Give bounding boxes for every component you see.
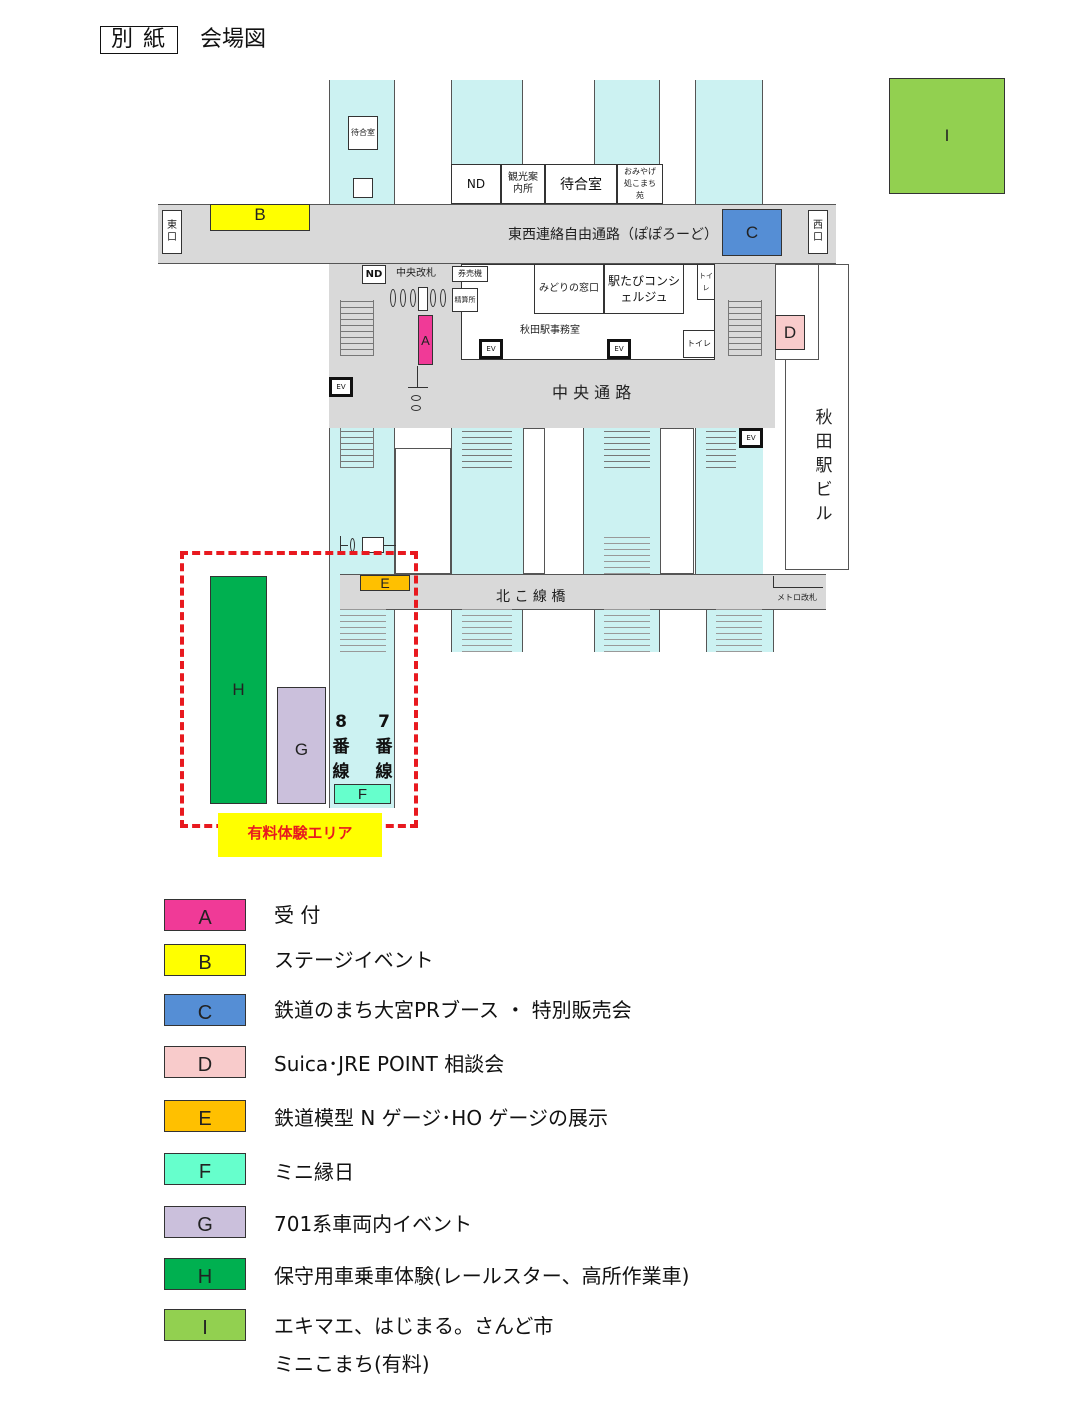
legend-swatch-c: C — [164, 994, 246, 1026]
elevator-3: EV — [329, 377, 353, 397]
small-square — [353, 178, 373, 198]
waiting-room: 待合室 — [545, 164, 617, 204]
track-7-label: 7番線 — [375, 712, 393, 782]
zone-h[interactable]: H — [210, 576, 267, 804]
elevator-1: EV — [479, 339, 503, 359]
platform-2 — [451, 80, 523, 170]
legend-text-i: エキマエ、はじまる。さんど市 — [274, 1314, 554, 1338]
zone-c[interactable]: C — [722, 209, 782, 256]
elevator-2: EV — [607, 339, 631, 359]
midori-window: みどりの窓口 — [534, 264, 604, 314]
legend-text-b: ステージイベント — [274, 948, 434, 972]
page-title: 会場図 — [200, 27, 267, 52]
elevator-4: EV — [739, 428, 763, 448]
nd-gate: ND — [362, 265, 386, 284]
zone-g[interactable]: G — [277, 687, 326, 804]
zone-i[interactable]: I — [889, 78, 1005, 194]
legend-text-d: Suica･JRE POINT 相談会 — [274, 1052, 505, 1076]
waiting-room-small: 待合室 — [348, 116, 378, 150]
zone-e[interactable]: E — [360, 575, 410, 591]
legend-text-i-extra: ミニこまち(有料) — [274, 1352, 430, 1376]
stairs-9 — [462, 608, 512, 652]
north-bridge-label: 北 こ 線 橋 — [496, 589, 566, 605]
stairs-10 — [604, 608, 650, 652]
legend-swatch-d: D — [164, 1046, 246, 1078]
paid-area-label: 有料体験エリア — [218, 813, 382, 857]
legend-swatch-e: E — [164, 1100, 246, 1132]
zone-d[interactable]: D — [775, 315, 805, 350]
legend-swatch-i: I — [164, 1309, 246, 1341]
station-office-label: 秋田駅事務室 — [520, 325, 580, 336]
stairs-5 — [604, 428, 650, 468]
legend-text-e: 鉄道模型 N ゲージ･HO ゲージの展示 — [274, 1106, 609, 1130]
tourist-info: 観光案内所 — [501, 164, 545, 204]
metro-gate-line — [773, 576, 823, 588]
nd-room-top: ND — [451, 164, 501, 204]
fare-adjustment: 精算所 — [452, 288, 478, 312]
zone-a[interactable]: A — [418, 315, 433, 365]
stairs-11 — [716, 608, 762, 652]
stairs-7 — [604, 536, 650, 574]
ticket-machine: 券売機 — [452, 266, 488, 282]
gate-line-h — [408, 387, 428, 388]
station-building-label: 秋田駅ビル — [815, 408, 833, 524]
stairs-4 — [462, 428, 512, 468]
metro-gate-label: メトロ改札 — [777, 593, 817, 602]
gap-1 — [523, 428, 545, 574]
gate-machines — [390, 287, 448, 311]
legend: A 受 付 B ステージイベント C 鉄道のまち大宮PRブース ・ 特別販売会 … — [0, 880, 1074, 1400]
zone-b[interactable]: B — [210, 204, 310, 231]
stairs-2 — [728, 300, 762, 356]
legend-swatch-b: B — [164, 944, 246, 976]
legend-swatch-g: G — [164, 1206, 246, 1238]
legend-text-g: 701系車両内イベント — [274, 1212, 473, 1236]
stairs-3 — [340, 428, 374, 468]
ekitabi-concierge: 駅たびコンシェルジュ — [604, 264, 684, 314]
free-passage-label: 東西連絡自由通路（ぽぽろーど） — [508, 227, 718, 243]
souvenir-shop: おみやげ処こまち苑 — [617, 164, 663, 204]
legend-swatch-f: F — [164, 1153, 246, 1185]
legend-text-f: ミニ縁日 — [274, 1160, 354, 1184]
gap-2 — [660, 428, 694, 574]
floor-map: 秋田駅ビル 待合室 ND 観光案内所 待合室 おみやげ処こまち苑 東口 西口 東… — [158, 78, 1005, 857]
stairs-1 — [340, 300, 374, 356]
toilet-vertical: トイレ — [697, 264, 715, 300]
legend-text-h: 保守用車乗車体験(レールスター、高所作業車) — [274, 1264, 690, 1288]
legend-text-a: 受 付 — [274, 903, 321, 927]
track-8-label: 8番線 — [332, 712, 350, 782]
gate-circles — [411, 395, 423, 417]
legend-swatch-h: H — [164, 1258, 246, 1290]
legend-text-c: 鉄道のまち大宮PRブース ・ 特別販売会 — [274, 998, 632, 1022]
central-gate-label: 中央改札 — [396, 268, 436, 279]
north-bridge-corridor — [340, 574, 826, 610]
platform-4 — [695, 80, 763, 204]
platform-3 — [594, 80, 660, 170]
east-exit: 東口 — [162, 210, 182, 254]
central-passage-label: 中 央 通 路 — [552, 383, 632, 402]
appendix-label-box: 別紙 — [100, 26, 178, 54]
toilet: トイレ — [683, 330, 715, 358]
west-exit: 西口 — [808, 210, 828, 254]
zone-f[interactable]: F — [334, 784, 391, 804]
stairs-6 — [706, 428, 736, 468]
stairs-8 — [340, 608, 386, 652]
gate-line — [417, 366, 418, 388]
legend-swatch-a: A — [164, 899, 246, 931]
